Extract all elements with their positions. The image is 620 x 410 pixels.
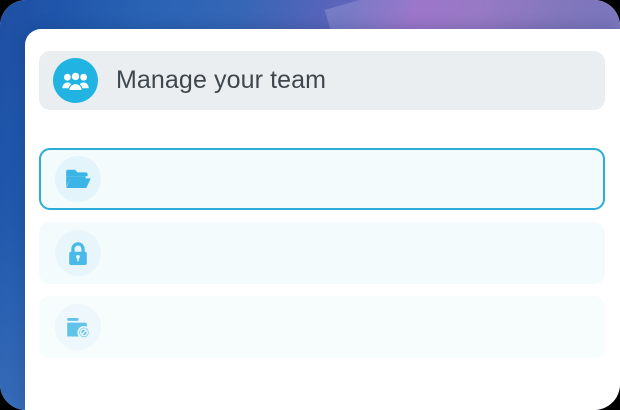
people-group-icon: [53, 58, 98, 103]
blocked-folder-icon: [55, 304, 101, 350]
panel-header: Manage your team: [39, 51, 605, 110]
main-panel: Manage your team: [25, 29, 620, 410]
option-list: [39, 148, 605, 370]
list-item-lock[interactable]: [39, 222, 605, 284]
open-folder-icon: [55, 156, 101, 202]
list-item-open-folder[interactable]: [39, 148, 605, 210]
page-title: Manage your team: [116, 66, 327, 94]
list-item-blocked-folder[interactable]: [39, 296, 605, 358]
lock-icon: [55, 230, 101, 276]
